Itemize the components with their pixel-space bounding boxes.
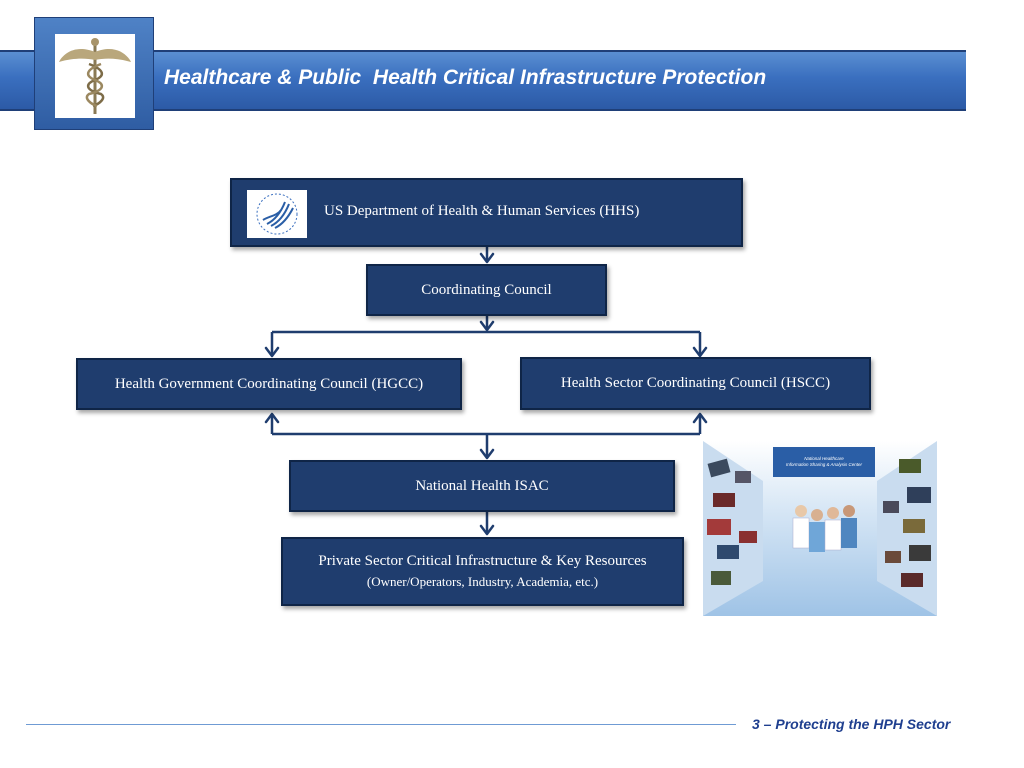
- hgcc-box: Health Government Coordinating Council (…: [76, 358, 462, 410]
- private-sector-sublabel: (Owner/Operators, Industry, Academia, et…: [366, 574, 599, 589]
- coordinating-council-box: Coordinating Council: [366, 264, 607, 316]
- hscc-box: Health Sector Coordinating Council (HSCC…: [520, 357, 871, 410]
- isac-label: National Health ISAC: [415, 477, 549, 494]
- hgcc-label: Health Government Coordinating Council (…: [114, 375, 424, 392]
- footer-page-label: 3 – Protecting the HPH Sector: [752, 716, 951, 732]
- logo-frame: [34, 17, 154, 130]
- isac-collage-image: National Healthcare Information Sharing …: [703, 441, 937, 616]
- collage-label-line1: National Healthcare: [804, 456, 844, 461]
- header-bar: [0, 50, 966, 111]
- isac-box: National Health ISAC: [289, 460, 675, 512]
- private-sector-box: Private Sector Critical Infrastructure &…: [281, 537, 684, 606]
- footer-divider: [26, 724, 736, 725]
- private-sector-label: Private Sector Critical Infrastructure &…: [318, 553, 647, 569]
- hhs-box: US Department of Health & Human Services…: [230, 178, 743, 247]
- collage-label: National Healthcare Information Sharing …: [773, 447, 875, 477]
- caduceus-icon: [55, 34, 135, 118]
- hscc-label: Health Sector Coordinating Council (HSCC…: [560, 375, 831, 391]
- page-title: Healthcare & Public Health Critical Infr…: [164, 66, 767, 89]
- hhs-seal-icon: [247, 190, 307, 238]
- hhs-label: US Department of Health & Human Services…: [324, 203, 640, 219]
- collage-label-line2: Information Sharing & Analysis Center: [785, 462, 863, 467]
- coordinating-council-label: Coordinating Council: [421, 281, 552, 298]
